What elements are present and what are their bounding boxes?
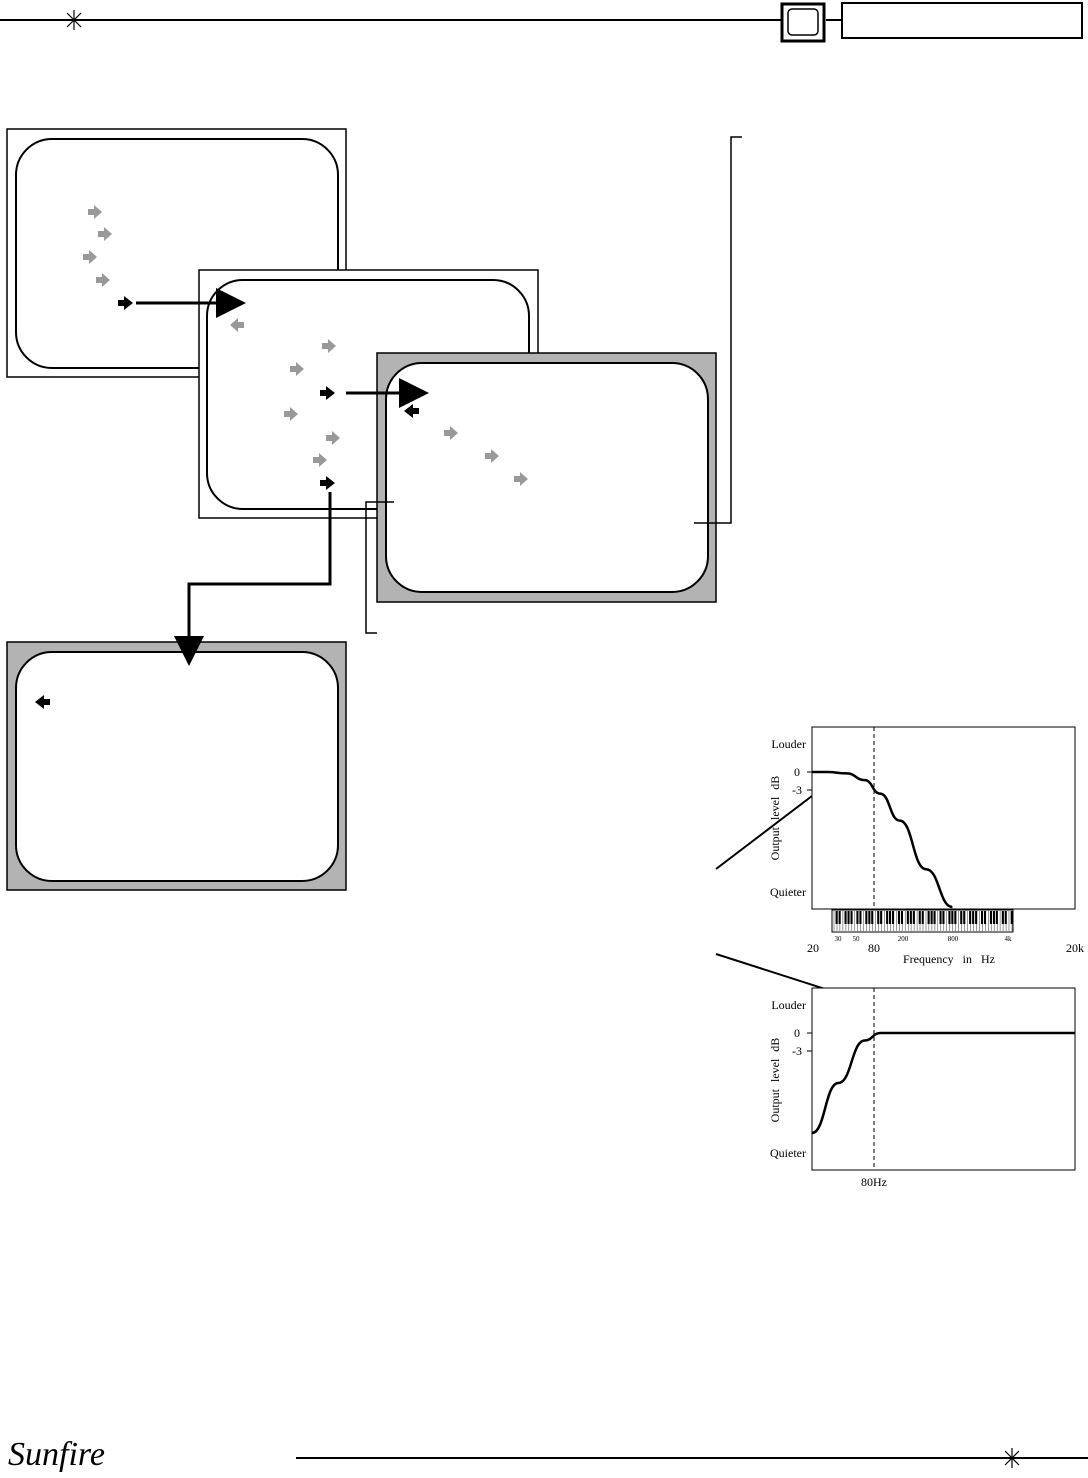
piano-key: [900, 911, 903, 924]
piano-key: [972, 911, 975, 924]
y-tick-minus3: -3: [792, 1044, 802, 1058]
y-tick-0: 0: [794, 765, 800, 779]
tv-icon: [780, 2, 826, 43]
highpass-curve: [811, 1031, 1075, 1135]
x-tick-80: 80: [868, 941, 880, 955]
y-tick-minus3: -3: [792, 783, 802, 797]
piano-key: [963, 911, 966, 924]
y-axis-label: Output level dB: [768, 776, 782, 861]
piano-key: [835, 911, 838, 924]
piano-key: [889, 911, 892, 924]
selected-arrow-icon: [320, 386, 335, 400]
footer: [296, 1448, 1088, 1468]
piano-key: [859, 911, 862, 924]
piano-key: [921, 911, 924, 924]
piano-key: [951, 911, 954, 924]
piano-key: [865, 911, 868, 924]
menu-arrow-icons: [444, 426, 528, 486]
x-tick-20k: 20k: [1066, 941, 1084, 955]
piano-key: [984, 911, 987, 924]
piano-key: [880, 911, 883, 924]
piano-key: [838, 911, 841, 924]
header-title-box: [841, 2, 1083, 39]
x-axis-label: Frequency in Hz: [903, 952, 995, 966]
highpass-chart: Louder Quieter 0 -3 Output level dB 80Hz: [768, 987, 1076, 1189]
keyboard-tick: 50: [853, 935, 861, 943]
sunfire-logo: Sunfire: [8, 1436, 105, 1473]
piano-key: [909, 911, 912, 924]
lowpass-chart: Louder Quieter 0 -3 Output level dB 30 5…: [768, 726, 1084, 966]
piano-key: [927, 911, 930, 924]
piano-key: [989, 911, 992, 924]
piano-key: [844, 911, 847, 924]
piano-keyboard-icon: 30 50 200 800 4k: [831, 909, 1014, 943]
piano-key: [969, 911, 972, 924]
x-tick-20: 20: [807, 941, 819, 955]
selected-arrow-icon: [118, 296, 133, 310]
header: [0, 2, 1083, 43]
piano-key: [886, 911, 889, 924]
keyboard-tick: 4k: [1005, 935, 1013, 943]
tv-screen-submenu: [6, 641, 347, 891]
piano-key: [992, 911, 995, 924]
piano-key: [847, 911, 850, 924]
louder-label: Louder: [771, 737, 806, 751]
x-tick-80hz: 80Hz: [861, 1175, 887, 1189]
piano-key: [939, 911, 942, 924]
menu-arrow-icons: [284, 339, 340, 467]
star-ornament-icon: [64, 10, 84, 30]
piano-key: [1010, 911, 1013, 924]
keyboard-tick: 800: [948, 935, 959, 943]
piano-key: [912, 911, 915, 924]
back-arrow-icon: [404, 404, 419, 418]
navigation-arrows: [136, 288, 429, 666]
y-axis-label: Output level dB: [768, 1038, 782, 1123]
quieter-label: Quieter: [770, 1146, 806, 1160]
piano-key: [918, 911, 921, 924]
piano-key: [995, 911, 998, 924]
selected-arrow-icon: [320, 476, 335, 490]
keyboard-tick: 200: [898, 935, 909, 943]
piano-key: [942, 911, 945, 924]
piano-key: [981, 911, 984, 924]
piano-key: [856, 911, 859, 924]
piano-key: [892, 911, 895, 924]
piano-key: [1001, 911, 1004, 924]
piano-key: [871, 911, 874, 924]
quieter-label: Quieter: [770, 885, 806, 899]
keyboard-tick: 30: [835, 935, 843, 943]
piano-key: [1004, 911, 1007, 924]
piano-key: [897, 911, 900, 924]
back-arrow-icon: [230, 318, 244, 332]
tv-screen-crossover-menu: [376, 352, 717, 603]
menu-arrow-icons: [83, 205, 112, 287]
back-arrow-icon: [35, 695, 50, 709]
piano-key: [960, 911, 963, 924]
y-tick-0: 0: [794, 1026, 800, 1040]
piano-key: [868, 911, 871, 924]
piano-key: [933, 911, 936, 924]
piano-key: [954, 911, 957, 924]
piano-key: [850, 911, 853, 924]
piano-key: [930, 911, 933, 924]
piano-key: [948, 911, 951, 924]
piano-key: [975, 911, 978, 924]
lowpass-curve: [812, 770, 953, 909]
star-ornament-icon: [1002, 1448, 1022, 1468]
piano-key: [906, 911, 909, 924]
piano-key: [877, 911, 880, 924]
louder-label: Louder: [771, 998, 806, 1012]
